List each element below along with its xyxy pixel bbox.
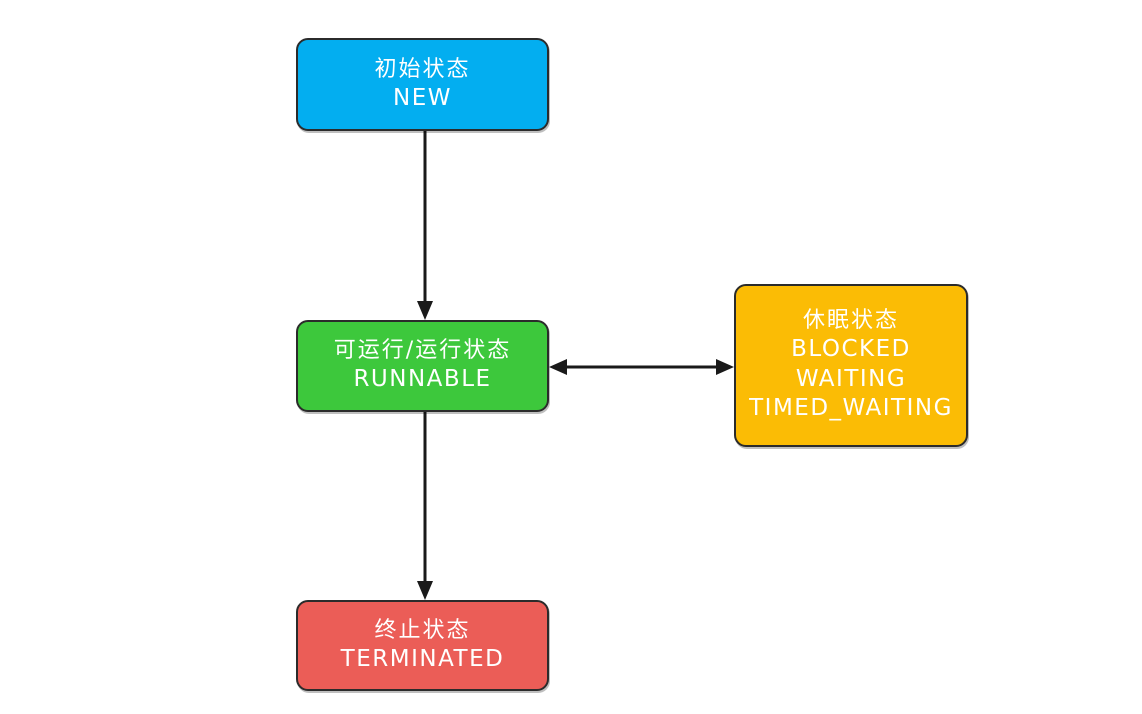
node-terminated-label-en: TERMINATED bbox=[340, 645, 505, 672]
node-sleeping-label-timed-waiting: TIMED_WAITING bbox=[749, 395, 953, 422]
node-sleeping-label-cn: 休眠状态 bbox=[802, 308, 899, 334]
node-terminated-label-cn: 终止状态 bbox=[374, 617, 471, 643]
node-new-label-en: NEW bbox=[393, 84, 452, 111]
edge-new-to-runnable bbox=[417, 131, 433, 320]
node-new[interactable]: 初始状态 NEW bbox=[296, 38, 549, 131]
edge-runnable-to-terminated bbox=[417, 412, 433, 600]
node-terminated[interactable]: 终止状态 TERMINATED bbox=[296, 600, 549, 691]
node-sleeping-label-blocked: BLOCKED bbox=[791, 336, 911, 363]
arrowhead-down-icon bbox=[417, 301, 433, 320]
node-new-label-cn: 初始状态 bbox=[374, 56, 471, 82]
node-runnable-label-en: RUNNABLE bbox=[353, 366, 492, 393]
edge-runnable-to-sleeping bbox=[549, 359, 734, 375]
node-runnable-label-cn: 可运行/运行状态 bbox=[333, 338, 512, 364]
node-runnable[interactable]: 可运行/运行状态 RUNNABLE bbox=[296, 320, 549, 412]
arrowhead-left-icon bbox=[549, 359, 567, 375]
arrowhead-right-icon bbox=[716, 359, 734, 375]
node-sleeping-label-waiting: WAITING bbox=[795, 365, 907, 392]
arrowhead-down-icon bbox=[417, 581, 433, 600]
node-sleeping[interactable]: 休眠状态 BLOCKED WAITING TIMED_WAITING bbox=[734, 284, 968, 447]
